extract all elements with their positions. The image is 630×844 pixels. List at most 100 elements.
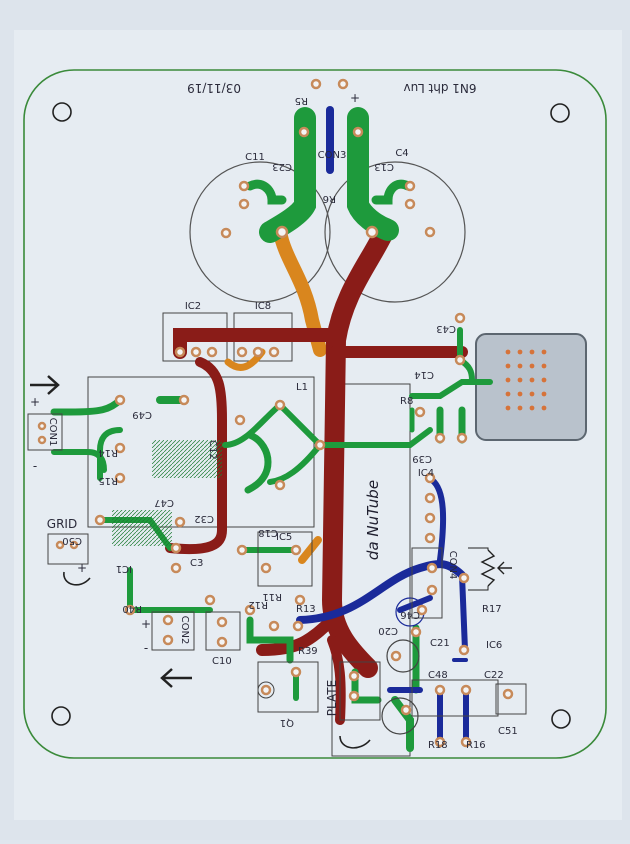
heatsink-pads	[505, 349, 547, 411]
trace-green-to-r8	[317, 427, 433, 448]
connector-con1-outline	[27, 413, 63, 451]
title-nutube: da NuTube	[364, 480, 382, 560]
trace-green-l1-diamond	[222, 400, 325, 485]
component-c10-outline	[205, 611, 241, 651]
ground-pour-grid	[112, 510, 172, 546]
label-c23: C23	[272, 161, 292, 172]
header-date: 03/11/19	[187, 81, 241, 95]
heatsink-block	[475, 333, 587, 441]
resistor-symbol	[480, 549, 496, 587]
label-plate: PLATE	[325, 680, 339, 716]
capacitor-c11-outline	[189, 161, 331, 303]
trace-green-heatsink	[409, 379, 493, 399]
label-r8: R8	[400, 396, 413, 407]
label-r16: R16	[466, 740, 486, 751]
label-c20: C20	[378, 625, 398, 636]
label-c18: C18	[258, 527, 278, 538]
label-r6: R6	[323, 193, 336, 204]
capacitor-c20-outline	[386, 639, 420, 673]
label-r11: R11	[262, 591, 282, 602]
label-c46: C46	[400, 609, 420, 620]
label-c51: C51	[498, 726, 518, 737]
label-grid: GRID	[47, 517, 77, 531]
pads	[37, 78, 514, 748]
curved-arrow-plate-icon	[339, 735, 371, 749]
mounting-hole-tl	[52, 102, 72, 122]
mounting-hole-tr	[550, 103, 570, 123]
label-c48: C48	[428, 670, 448, 681]
resistor-symbol-leads	[468, 547, 489, 591]
mounting-hole-br	[551, 709, 571, 729]
trace-green-con1-mid	[97, 427, 123, 481]
label-l1: L1	[296, 382, 308, 393]
polarity-minus-con2: -	[144, 641, 148, 655]
label-r17: R17	[482, 604, 502, 615]
arrow-left-bottom-icon	[160, 668, 192, 688]
ground-pour-left	[152, 440, 222, 478]
label-c21: C21	[430, 638, 450, 649]
trace-blue-main	[296, 560, 466, 624]
label-r15: R15	[98, 475, 118, 486]
label-c22: C22	[484, 670, 504, 681]
trace-blue-c46	[397, 595, 433, 613]
label-r5: R5	[295, 95, 308, 106]
label-con3: CON3	[318, 150, 347, 161]
label-r13: R13	[296, 604, 316, 615]
label-r39: R39	[298, 646, 318, 657]
curved-arrow-grid-icon	[63, 571, 91, 586]
label-c4: C4	[395, 148, 408, 159]
label-c47: C47	[154, 497, 174, 508]
connector-plate-outline	[339, 661, 381, 721]
label-ic5: IC5	[276, 532, 292, 543]
trace-red-ic2	[173, 328, 342, 359]
trace-green-c13	[371, 179, 413, 205]
label-c50: C50	[62, 535, 82, 546]
component-q1-box	[257, 661, 319, 713]
header-name: 6N1 dht Luv	[404, 81, 477, 95]
component-ic7-outline	[411, 679, 499, 717]
polarity-plus-con1: +	[30, 395, 40, 409]
label-c13: C13	[374, 161, 394, 172]
capacitor-c4-outline	[324, 161, 466, 303]
label-r12: R12	[248, 599, 268, 610]
polarity-minus-con1: -	[33, 459, 37, 473]
label-c12: C12	[207, 440, 218, 460]
board-outline	[23, 69, 607, 759]
label-ic4: IC4	[418, 468, 434, 479]
connector-con2-outline	[151, 611, 195, 651]
label-q1: Q1	[280, 717, 294, 728]
trace-orange-ic5	[298, 536, 322, 564]
trace-orange-main	[273, 225, 327, 357]
trace-green-c23	[245, 179, 287, 205]
label-con4: CON4	[447, 551, 458, 580]
label-c49: C49	[132, 409, 152, 420]
mounting-hole-bl	[51, 706, 71, 726]
trace-green-l1-arc	[244, 431, 272, 494]
label-c10: C10	[212, 656, 232, 667]
label-ic1: IC1	[116, 563, 132, 574]
polarity-plus-con2: +	[141, 617, 151, 631]
label-c39: C39	[412, 453, 432, 464]
polarity-plus-top: +	[350, 91, 360, 105]
trace-green-con1-bot	[51, 449, 107, 473]
connector-grid-outline	[47, 533, 89, 565]
trace-green-right-rail	[347, 107, 399, 241]
label-c32: C32	[194, 513, 214, 524]
label-c14: C14	[414, 369, 434, 380]
arrow-left-icon	[497, 561, 512, 575]
component-ic5-outline	[257, 531, 313, 587]
trace-green-r12	[246, 616, 294, 664]
label-c43: C43	[436, 323, 456, 334]
connector-con4-outline	[411, 547, 443, 619]
trace-green-left-rail	[259, 107, 316, 243]
trace-red-bottom-left	[256, 614, 338, 656]
label-r18: R18	[428, 740, 448, 751]
label-r40: R40	[122, 603, 142, 614]
label-ic6: IC6	[486, 640, 502, 651]
label-con1: CON1	[47, 418, 58, 447]
label-r14: R14	[98, 447, 118, 458]
component-c51-outline	[495, 683, 527, 715]
label-c11: C11	[245, 152, 265, 163]
